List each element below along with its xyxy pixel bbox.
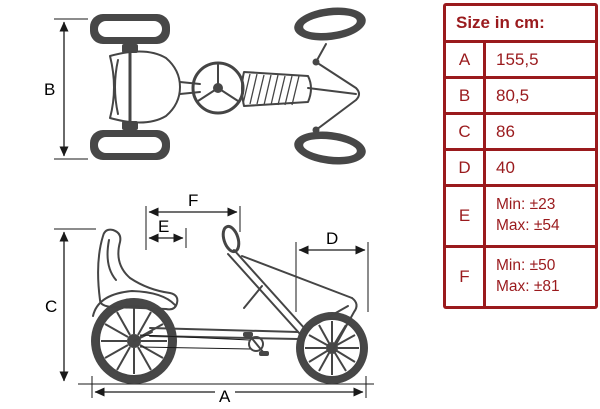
dim-letter-a: A <box>446 43 483 76</box>
dim-value-e: Min: ±23 Max: ±54 <box>486 187 595 245</box>
dim-value-d-text: 40 <box>496 157 515 177</box>
dim-value-b: 80,5 <box>486 79 595 112</box>
dimension-label-b: B <box>44 80 55 99</box>
front-wheels-top <box>294 7 366 165</box>
front-wheel-side <box>296 312 368 384</box>
gokart-diagram-svg: B <box>44 7 374 406</box>
dim-value-d: 40 <box>486 151 595 184</box>
dim-value-b-text: 80,5 <box>496 85 530 105</box>
dimension-label-a: A <box>219 387 231 404</box>
hood-top <box>241 71 312 107</box>
frame-top <box>179 81 201 95</box>
dim-value-e-min: Min: ±23 <box>496 196 556 214</box>
steering-side <box>221 224 358 349</box>
dim-value-f-max: Max: ±81 <box>496 278 560 295</box>
dim-value-a-text: 155,5 <box>496 49 539 69</box>
size-table: Size in cm: A 155,5 B 80,5 C 86 D 40 E M… <box>443 3 598 309</box>
dimension-b: B <box>44 18 88 160</box>
dimension-label-e: E <box>158 217 169 236</box>
dim-letter-b: B <box>446 79 483 112</box>
dim-value-c: 86 <box>486 115 595 148</box>
dimension-e: E <box>148 217 187 248</box>
dimension-d: D <box>295 229 369 312</box>
dim-letter-e: E <box>446 187 483 245</box>
seat-top <box>109 50 181 124</box>
seat-side <box>92 228 179 317</box>
dimension-label-f: F <box>188 191 198 210</box>
dimension-label-c: C <box>45 297 57 316</box>
gokart-technical-drawing: B <box>44 7 374 406</box>
dim-letter-d: D <box>446 151 483 184</box>
rear-wheels-top <box>90 14 170 160</box>
dim-letter-f: F <box>446 248 483 306</box>
side-view: F E D C <box>45 191 374 406</box>
dimension-f: F <box>145 191 241 250</box>
steering-wheel-top <box>191 61 245 115</box>
top-view: B <box>44 7 366 165</box>
dim-value-c-text: 86 <box>496 121 515 141</box>
size-table-title: Size in cm: <box>446 6 595 40</box>
dimension-label-d: D <box>326 229 338 248</box>
dim-value-e-max: Max: ±54 <box>496 217 560 234</box>
dim-letter-c: C <box>446 115 483 148</box>
dim-value-f: Min: ±50 Max: ±81 <box>486 248 595 306</box>
dim-value-a: 155,5 <box>486 43 595 76</box>
frame-side <box>133 327 299 356</box>
dim-value-f-min: Min: ±50 <box>496 257 556 275</box>
dimension-a: A <box>91 376 367 406</box>
dimension-c: C <box>45 228 96 382</box>
